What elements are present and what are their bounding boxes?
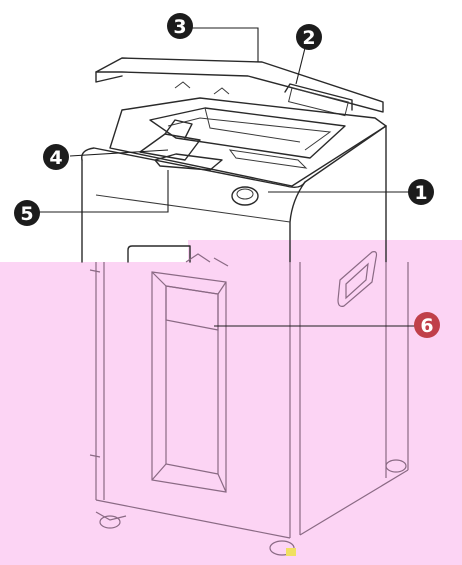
callout-label-1: 1 — [414, 182, 427, 204]
callout-badge-6: 6 — [414, 312, 440, 338]
callout-label-4: 4 — [49, 147, 62, 169]
callout-label-3: 3 — [173, 16, 186, 38]
callout-badge-3: 3 — [167, 13, 193, 39]
callout-badge-2: 2 — [296, 24, 322, 50]
top-housing — [81, 97, 387, 263]
caster-highlight — [286, 548, 296, 556]
lid — [95, 57, 384, 117]
callout-label-5: 5 — [20, 203, 33, 225]
callout-lines — [36, 27, 416, 327]
callout-label-2: 2 — [302, 27, 315, 49]
pink-overlay — [0, 262, 462, 565]
callout-badge-1: 1 — [408, 179, 434, 205]
callout-badge-5: 5 — [14, 200, 40, 226]
callout-badge-4: 4 — [43, 144, 69, 170]
callout-label-6: 6 — [420, 315, 433, 337]
pink-overlay-top — [188, 240, 462, 264]
cabinet — [89, 251, 409, 556]
